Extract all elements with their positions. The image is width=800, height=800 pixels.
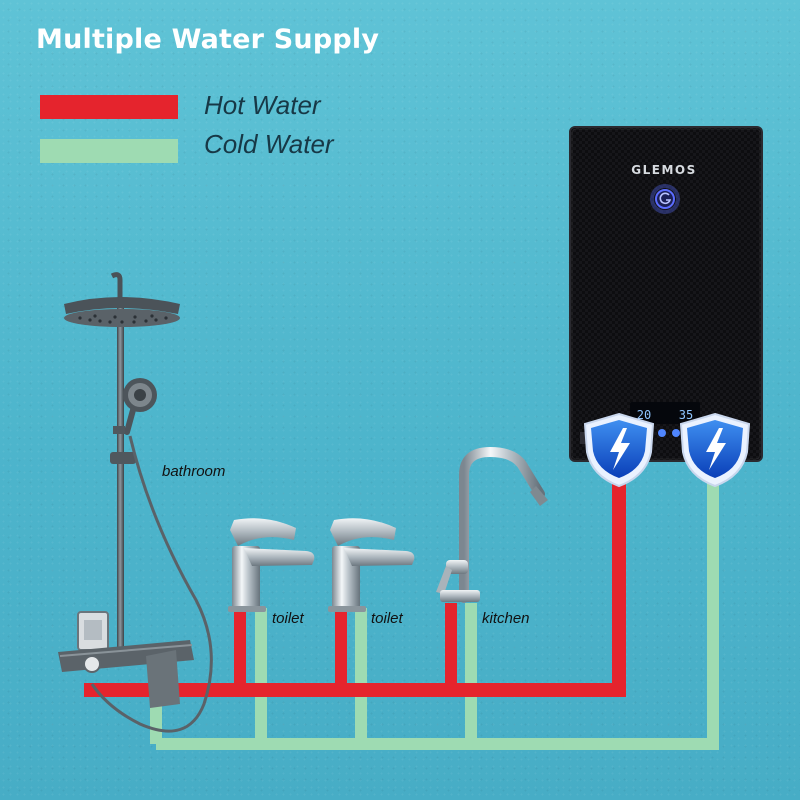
heater-button-right[interactable] <box>672 429 680 437</box>
heater-button-left[interactable] <box>658 429 666 437</box>
legend-cold-swatch <box>40 139 178 163</box>
legend-hot-label: Hot Water <box>204 90 321 120</box>
fixture-label-toilet-2: toilet <box>371 610 403 627</box>
heater-brand-label: GLEMOS <box>631 163 696 177</box>
faucet-icon <box>228 518 315 612</box>
display-left-value: 20 <box>637 408 651 422</box>
fixture-label-toilet-1: toilet <box>272 610 304 627</box>
legend-cold-label: Cold Water <box>204 129 334 159</box>
hot-main-line <box>84 472 626 697</box>
fixture-label-bathroom: bathroom <box>162 463 226 480</box>
fixture-label-kitchen: kitchen <box>482 610 530 627</box>
display-right-value: 35 <box>679 408 693 422</box>
shower-icon <box>58 272 213 733</box>
hot-water-pipes <box>84 472 626 697</box>
g-power-icon[interactable] <box>650 184 680 214</box>
lightning-shield-icon <box>583 412 655 488</box>
cold-main-line <box>156 472 719 750</box>
cold-water-pipes <box>150 472 719 750</box>
diagram-title: Multiple Water Supply <box>36 24 380 55</box>
kitchen-faucet-icon <box>436 446 548 603</box>
legend-hot-swatch <box>40 95 178 119</box>
heater-display <box>630 402 700 424</box>
lightning-shield-icon <box>679 412 751 488</box>
faucet-icon <box>328 518 415 612</box>
water-heater: GLEMOS 20 35 <box>569 126 763 462</box>
